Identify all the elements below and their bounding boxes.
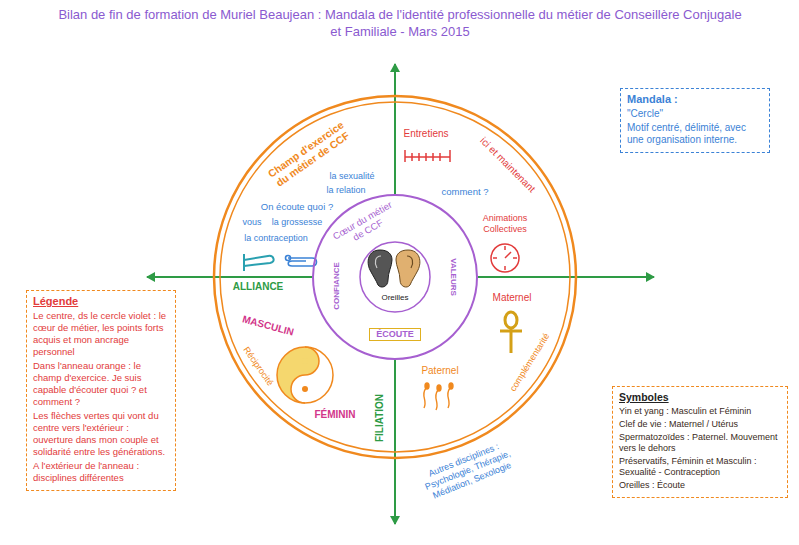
diagram-title: Bilan de fin de formation de Muriel Beau… <box>55 6 745 40</box>
green-axes <box>147 64 654 524</box>
field-label: On écoute quoi ? <box>255 201 339 212</box>
mandala-note-box: Mandala : "Cercle" Motif centré, délimité,… <box>620 88 770 153</box>
field-label: vous <box>240 217 264 228</box>
field-label: la contraception <box>235 233 317 244</box>
field-ring: Champ d'exercice du métier de CCFici et … <box>213 95 577 459</box>
spermatozoa-symbol <box>424 383 453 410</box>
condom-symbol <box>244 254 274 271</box>
clock-symbol <box>491 244 519 272</box>
box-text: Spermatozoïdes : Paternel. Mouvement ver… <box>619 432 781 454</box>
box-text: Oreilles : Écoute <box>619 480 781 491</box>
ring-text: ÉCOUTE <box>369 328 421 341</box>
box-heading: Mandala : <box>627 93 763 106</box>
ring-text: VALEURS <box>448 253 458 301</box>
timeline-symbol <box>405 150 450 162</box>
field-label: comment ? <box>440 186 490 197</box>
box-text: "Cercle" <box>627 108 763 120</box>
center-circle <box>360 242 430 312</box>
ring-text: Cœur du métier de CCF <box>328 197 401 252</box>
core-circle: Cœur du métier de CCF CONFIANCE ÉCOUTE VALE… <box>312 194 478 360</box>
field-label: ALLIANCE <box>230 281 286 293</box>
field-label: Maternel <box>487 292 537 304</box>
symbols-box: SymbolesYin et yang : Masculin et Fémini… <box>612 386 788 498</box>
circle-outline <box>214 96 576 458</box>
field-label: la grossesse <box>268 217 326 228</box>
box-text: Clef de vie : Maternel / Utérus <box>619 419 781 430</box>
box-text: Yin et yang : Masculin et Féminin <box>619 406 781 417</box>
box-text: A l'extérieur de l'anneau : disciplines … <box>33 460 169 484</box>
box-text: Les flèches vertes qui vont du centre ve… <box>33 410 169 458</box>
ring-text: Oreilles <box>370 293 420 303</box>
ears-symbol <box>368 250 420 287</box>
legend-box: Légende Le centre, ds le cercle violet : … <box>26 290 176 491</box>
circle-outline <box>220 102 570 452</box>
field-label: Entretiens <box>400 128 452 140</box>
box-heading: Légende <box>33 295 169 308</box>
box-text: Dans l'anneau orange : le champ d'exerci… <box>33 360 169 408</box>
ring-text: CONFIANCE <box>332 260 342 312</box>
ring-text: Champ d'exercice du métier de CCF <box>261 115 357 192</box>
circle-outline <box>313 195 477 359</box>
box-text: Le centre, ds le cercle violet : le cœur… <box>33 310 169 358</box>
field-label: FÉMININ <box>309 409 361 421</box>
field-label: FILIATION <box>374 388 386 448</box>
box-text: Préservatifs, Féminin et Masculin : Sexu… <box>619 456 781 478</box>
pin-symbol <box>286 256 317 267</box>
box-heading: Symboles <box>619 391 781 404</box>
field-label: la sexualité <box>320 171 384 182</box>
circle-outline <box>213 95 577 459</box>
box-text: Motif centré, délimité, avec une organis… <box>627 122 763 146</box>
field-label: MASCULIN <box>237 312 300 340</box>
field-label: Paternel <box>416 365 464 377</box>
field-label: Animations Collectives <box>475 213 535 235</box>
ankh-symbol <box>500 312 522 353</box>
yin-yang-symbol <box>277 347 333 403</box>
field-label: la relation <box>320 185 372 196</box>
